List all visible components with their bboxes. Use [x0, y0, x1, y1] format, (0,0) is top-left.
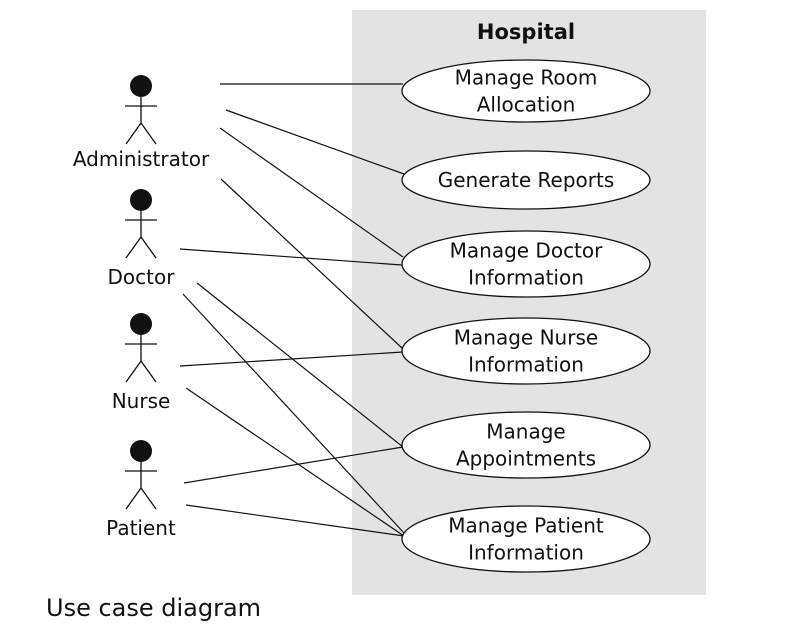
- association-administrator-doctor_info: [219, 127, 404, 258]
- use-case-label: Manage Doctor: [450, 239, 604, 263]
- use-case-ellipse: [401, 150, 651, 210]
- actor-administrator: Administrator: [73, 75, 210, 171]
- use-case-ellipse: [401, 317, 651, 385]
- actor-head-icon: [130, 189, 152, 211]
- stick-figure-icon: [125, 462, 157, 510]
- association-doctor-patient_info: [182, 293, 405, 534]
- use-case-label: Generate Reports: [438, 168, 614, 192]
- use-case-ellipse: [401, 411, 651, 479]
- use-case-ellipse: [401, 505, 651, 573]
- use-case-label: Manage Room: [455, 66, 598, 90]
- use-case-label: Appointments: [456, 447, 596, 471]
- actor-nurse: Nurse: [112, 313, 171, 413]
- use-case-label: Information: [468, 541, 584, 565]
- association-administrator-nurse_info: [220, 178, 404, 350]
- actor-patient: Patient: [106, 440, 176, 540]
- actor-label: Administrator: [73, 147, 210, 171]
- actor-head-icon: [130, 440, 152, 462]
- system-title: Hospital: [477, 20, 575, 44]
- use-case-label: Manage Patient: [448, 514, 604, 538]
- associations: [179, 83, 405, 537]
- use-case-label: Information: [468, 353, 584, 377]
- association-patient-patient_info: [185, 504, 405, 537]
- use-case-label: Allocation: [477, 93, 576, 117]
- actor-label: Patient: [106, 516, 176, 540]
- association-patient-appointments: [183, 446, 404, 484]
- association-nurse-patient_info: [185, 387, 405, 537]
- use-case-ellipse: [401, 230, 651, 298]
- association-doctor-appointments: [196, 282, 404, 448]
- diagram-caption: Use case diagram: [46, 594, 262, 622]
- use-case-label: Manage Nurse: [454, 326, 598, 350]
- stick-figure-icon: [125, 335, 157, 383]
- actor-label: Doctor: [108, 265, 176, 289]
- actor-label: Nurse: [112, 389, 171, 413]
- stick-figure-icon: [125, 97, 157, 145]
- association-administrator-reports: [225, 109, 405, 175]
- stick-figure-icon: [125, 211, 157, 259]
- actor-head-icon: [130, 313, 152, 335]
- use-case-label: Manage: [486, 420, 565, 444]
- use-case-ellipse: [401, 59, 651, 123]
- actor-doctor: Doctor: [108, 189, 176, 289]
- use-case-label: Information: [468, 266, 584, 290]
- association-doctor-doctor_info: [179, 248, 403, 266]
- actor-head-icon: [130, 75, 152, 97]
- use-case-reports: Generate Reports: [401, 150, 651, 210]
- association-nurse-nurse_info: [179, 351, 404, 367]
